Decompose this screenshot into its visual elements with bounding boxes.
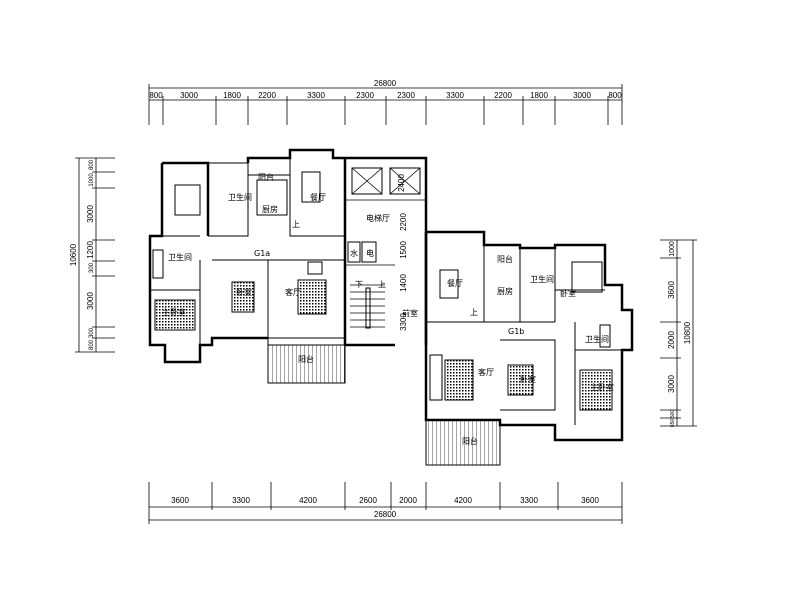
bed-icon <box>571 261 603 293</box>
room-label: 电 <box>366 248 374 258</box>
room-label: 卫生间 <box>530 274 554 284</box>
dim-label: 1800 <box>223 91 241 100</box>
dim-label: 2300 <box>397 91 415 100</box>
dim-label: 300 <box>89 327 95 338</box>
unit-b: 餐厅 阳台 厨房 卫生间 卧室 卫生间 主卧室 卧室 客厅 阳台 上 G1b <box>424 230 634 466</box>
core: 电梯厅 水 电 下 上 前室 2400 2200 1500 1400 3300 <box>345 156 428 347</box>
top-dimension-chain: 26800 800 3000 1800 2200 3300 2300 2300 … <box>148 79 623 125</box>
dim-label: 1800 <box>530 91 548 100</box>
bed-icon <box>579 369 613 411</box>
bottom-total-dimension: 26800 <box>374 510 397 519</box>
dim-label: 3300 <box>307 91 325 100</box>
room-label: 餐厅 <box>310 193 326 202</box>
dim-label: 3300 <box>232 496 250 505</box>
stair-label: 下 <box>355 280 363 289</box>
room-label: 水 <box>350 248 358 258</box>
room-label: 客厅 <box>478 367 494 377</box>
dim-label: 800 <box>89 339 95 350</box>
dim-label: 3600 <box>667 281 676 299</box>
room-label: 前室 <box>402 308 418 318</box>
dim-label: 3000 <box>86 292 95 310</box>
dim-label: 2000 <box>399 496 417 505</box>
dim-label: 2200 <box>399 213 408 231</box>
room-label: 电梯厅 <box>366 213 390 223</box>
bottom-dimension-chain: 3600 3300 4200 2600 2000 4200 3300 3600 … <box>148 482 623 524</box>
dim-label: 800 <box>149 91 163 100</box>
room-label: 卧室 <box>236 287 252 297</box>
rug-icon <box>444 359 474 401</box>
room-label: 阳台 <box>462 436 478 446</box>
dim-label: 650 <box>670 419 676 428</box>
dim-label: 3600 <box>171 496 189 505</box>
balcony-a <box>267 344 346 384</box>
dim-label: 4200 <box>454 496 472 505</box>
left-total-dimension: 10600 <box>69 243 78 266</box>
dim-label: 2600 <box>359 496 377 505</box>
right-dimension-chain: 1000 3600 2000 3000 500 650 10800 <box>660 239 697 428</box>
dim-label: 3000 <box>86 205 95 223</box>
rug-icon <box>297 279 327 315</box>
dim-label: 3000 <box>573 91 591 100</box>
dim-label: 3300 <box>399 313 408 331</box>
stair-label: 上 <box>378 280 386 289</box>
room-label: 阳台 <box>298 354 314 364</box>
bed-icon <box>507 364 534 396</box>
left-dimension-chain: 10600 800 1000 3000 1200 300 3000 300 80… <box>69 157 115 353</box>
stair-label: 上 <box>470 308 478 317</box>
dim-label: 1000 <box>669 241 676 257</box>
dim-label: 3000 <box>180 91 198 100</box>
top-total-dimension: 26800 <box>374 79 397 88</box>
elevator-icon <box>351 167 383 195</box>
stair-label: 上 <box>292 220 300 229</box>
bathtub-icon <box>152 249 164 279</box>
bed-icon <box>154 299 196 331</box>
dim-label: 2200 <box>258 91 276 100</box>
room-label: 卫生间 <box>585 334 609 344</box>
room-label: 阳台 <box>258 172 274 182</box>
dim-label: 800 <box>89 159 95 170</box>
dim-label: 2000 <box>667 331 676 349</box>
dim-label: 1500 <box>399 241 408 259</box>
room-label: 厨房 <box>497 286 513 296</box>
dim-label: 800 <box>608 91 622 100</box>
elevator-icon <box>389 167 421 195</box>
unit-tag: G1b <box>508 327 524 336</box>
dining-table-icon <box>439 269 459 299</box>
dim-label: 300 <box>89 262 95 273</box>
dim-label: 3600 <box>581 496 599 505</box>
right-total-dimension: 10800 <box>683 321 692 344</box>
unit-a: 卫生间 厨房 餐厅 阳台 卫生间 主卧室 卧室 客厅 阳台 上 G1a <box>148 148 347 384</box>
room-label: 阳台 <box>497 254 513 264</box>
room-label: 卫生间 <box>228 192 252 202</box>
balcony-b <box>425 419 501 466</box>
dim-label: 2400 <box>397 174 406 192</box>
dim-label: 2200 <box>494 91 512 100</box>
dim-label: 500 <box>670 410 676 419</box>
stair-icon <box>365 287 371 329</box>
dining-table-icon <box>301 171 321 203</box>
sofa-icon <box>307 261 323 275</box>
sofa-icon <box>429 354 443 401</box>
bed-icon <box>174 184 201 216</box>
bathtub-icon <box>599 324 611 348</box>
room-label: 厨房 <box>262 204 278 214</box>
room-label: 卧室 <box>520 374 536 384</box>
dim-label: 3000 <box>667 375 676 393</box>
room-label: 卧室 <box>560 288 576 298</box>
room-label: 客厅 <box>285 287 301 297</box>
dim-label: 1000 <box>89 173 95 187</box>
dim-label: 3300 <box>520 496 538 505</box>
room-label: 主卧室 <box>162 307 186 317</box>
dim-label: 3300 <box>446 91 464 100</box>
dim-label: 2300 <box>356 91 374 100</box>
room-label: 主卧室 <box>590 382 614 392</box>
room-label: 餐厅 <box>447 279 463 288</box>
dim-label: 1200 <box>86 241 95 259</box>
unit-tag: G1a <box>254 249 270 258</box>
dim-label: 4200 <box>299 496 317 505</box>
bed-icon <box>231 281 255 313</box>
room-label: 卫生间 <box>168 252 192 262</box>
dim-label: 1400 <box>399 274 408 292</box>
